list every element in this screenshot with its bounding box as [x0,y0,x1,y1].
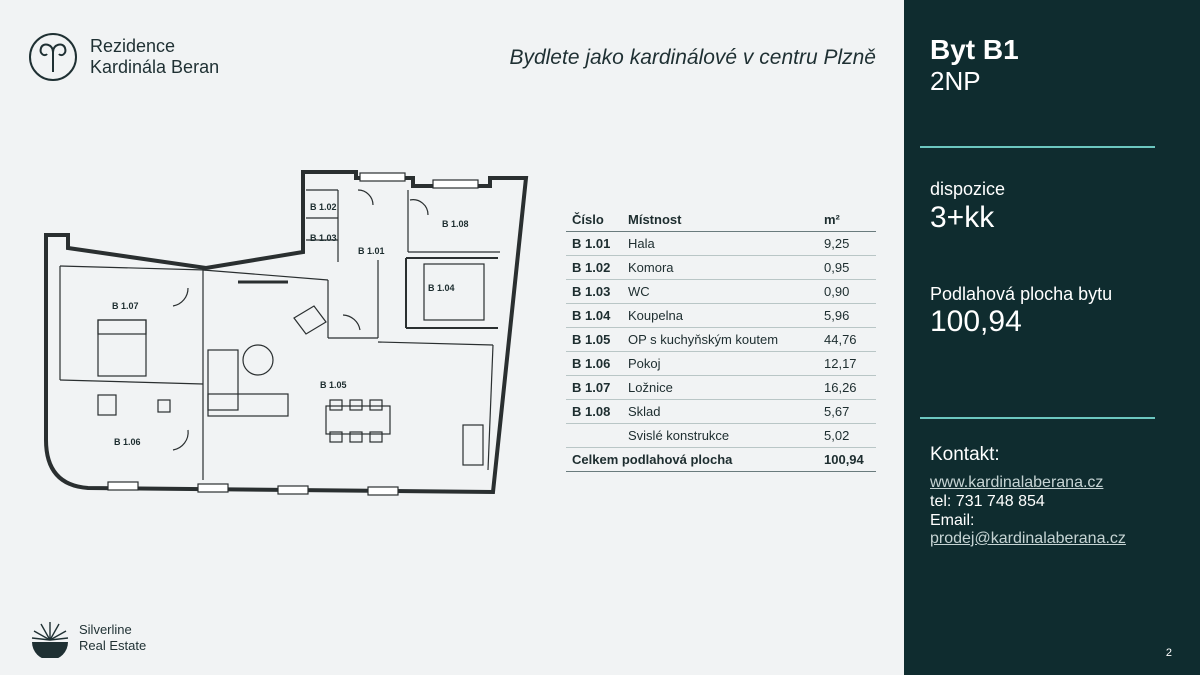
room-area: 5,02 [818,423,876,448]
room-name: Koupelna [622,303,818,328]
room-code [566,423,622,448]
room-area: 5,96 [818,303,876,328]
floor-plan: B 1.02 B 1.03 B 1.01 B 1.08 B 1.04 B 1.0… [44,170,529,496]
website-link[interactable]: www.kardinalaberana.cz [930,474,1104,491]
page-number: 2 [1165,647,1172,659]
plan-label-b106: B 1.06 [114,437,141,447]
plan-label-b107: B 1.07 [112,301,139,311]
area-label: Podlahová plocha bytu [930,284,1113,304]
total-area: 100,94 [818,447,876,472]
room-name: Ložnice [622,375,818,400]
total-row: Celkem podlahová plocha 100,94 [566,447,876,472]
email-label: Email: [930,512,975,529]
header-area: m² [818,208,876,232]
room-code: B 1.06 [566,351,622,376]
plan-label-b103: B 1.03 [310,233,337,243]
brand-line-1: Rezidence [90,36,176,56]
room-code: B 1.03 [566,279,622,304]
room-area: 9,25 [818,231,876,256]
sunrise-logo-icon [31,622,69,658]
email-link[interactable]: prodej@kardinalaberana.cz [930,530,1126,547]
aries-logo-icon [29,33,77,81]
room-name: OP s kuchyňským koutem [622,327,818,352]
apartment-floor: 2NP [930,66,981,96]
plan-label-b105: B 1.05 [320,380,347,390]
room-area: 12,17 [818,351,876,376]
plan-label-b108: B 1.08 [442,219,469,229]
room-area: 0,95 [818,255,876,280]
sidebar: Byt B1 2NP dispozice 3+kk Podlahová ploc… [904,0,1200,675]
disposition-label: dispozice [930,179,1006,199]
brand-logo: Rezidence Kardinála Beran [28,32,219,82]
room-name: Svislé konstrukce [622,423,818,448]
brand-name: Rezidence Kardinála Beran [90,36,219,78]
room-name: WC [622,279,818,304]
room-name: Komora [622,255,818,280]
divider-top [920,146,1155,148]
silverline-line-2: Real Estate [79,638,147,653]
plan-label-b104: B 1.04 [428,283,455,293]
room-name: Sklad [622,399,818,424]
plan-label-b102: B 1.02 [310,202,337,212]
room-table-header: Číslo Místnost m² [566,208,876,232]
room-code: B 1.08 [566,399,622,424]
plan-label-b101: B 1.01 [358,246,385,256]
area-value: 100,94 [930,305,1022,338]
outer-wall [44,170,529,495]
main-panel: Rezidence Kardinála Beran Bydlete jako k… [28,32,876,658]
room-area: 16,26 [818,375,876,400]
room-area: 44,76 [818,327,876,352]
room-code: B 1.04 [566,303,622,328]
room-area: 0,90 [818,279,876,304]
total-label: Celkem podlahová plocha [566,447,818,472]
divider-bottom [920,417,1155,419]
silverline-name: Silverline Real Estate [79,622,146,654]
contact-heading: Kontakt: [930,444,1000,465]
silverline-line-1: Silverline [79,622,132,637]
tagline: Bydlete jako kardinálové v centru Plzně [509,46,876,69]
room-code: B 1.01 [566,231,622,256]
header-code: Číslo [566,208,622,232]
header-room: Místnost [622,208,818,232]
room-code: B 1.02 [566,255,622,280]
brand-line-2: Kardinála Beran [90,57,220,77]
room-name: Pokoj [622,351,818,376]
silverline-logo: Silverline Real Estate [30,618,146,658]
room-name: Hala [622,231,818,256]
room-code: B 1.07 [566,375,622,400]
room-area: 5,67 [818,399,876,424]
phone-number: tel: 731 748 854 [930,493,1045,510]
disposition-value: 3+kk [930,201,995,234]
room-code: B 1.05 [566,327,622,352]
apartment-title: Byt B1 [930,34,1019,65]
